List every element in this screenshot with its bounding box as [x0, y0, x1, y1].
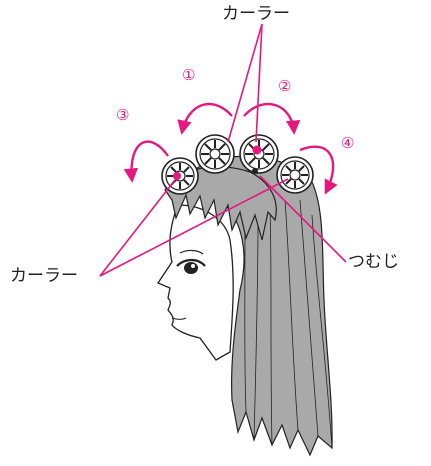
- label-whorl: つむじ: [348, 252, 399, 272]
- label-curler-top: カーラー: [222, 4, 290, 24]
- curler-1: [195, 134, 235, 174]
- step-2-number: ②: [278, 77, 292, 95]
- curler-2: [239, 134, 279, 174]
- arrow-4: [299, 145, 338, 195]
- step-1-number: ①: [182, 66, 196, 84]
- face: [157, 204, 234, 361]
- arrow-1: [177, 102, 233, 135]
- leader-lines: [99, 23, 347, 277]
- hair-strands: [244, 199, 333, 449]
- arrow-3: [123, 140, 169, 183]
- eye: [176, 249, 206, 274]
- lips: [171, 317, 187, 320]
- arrows: [123, 102, 338, 195]
- label-curler-left: カーラー: [10, 266, 78, 286]
- arrow-2: [243, 102, 301, 135]
- curler-4: [276, 156, 314, 194]
- step-3-number: ③: [116, 106, 130, 124]
- step-4-number: ④: [341, 134, 355, 152]
- whorl-dot: [252, 168, 258, 174]
